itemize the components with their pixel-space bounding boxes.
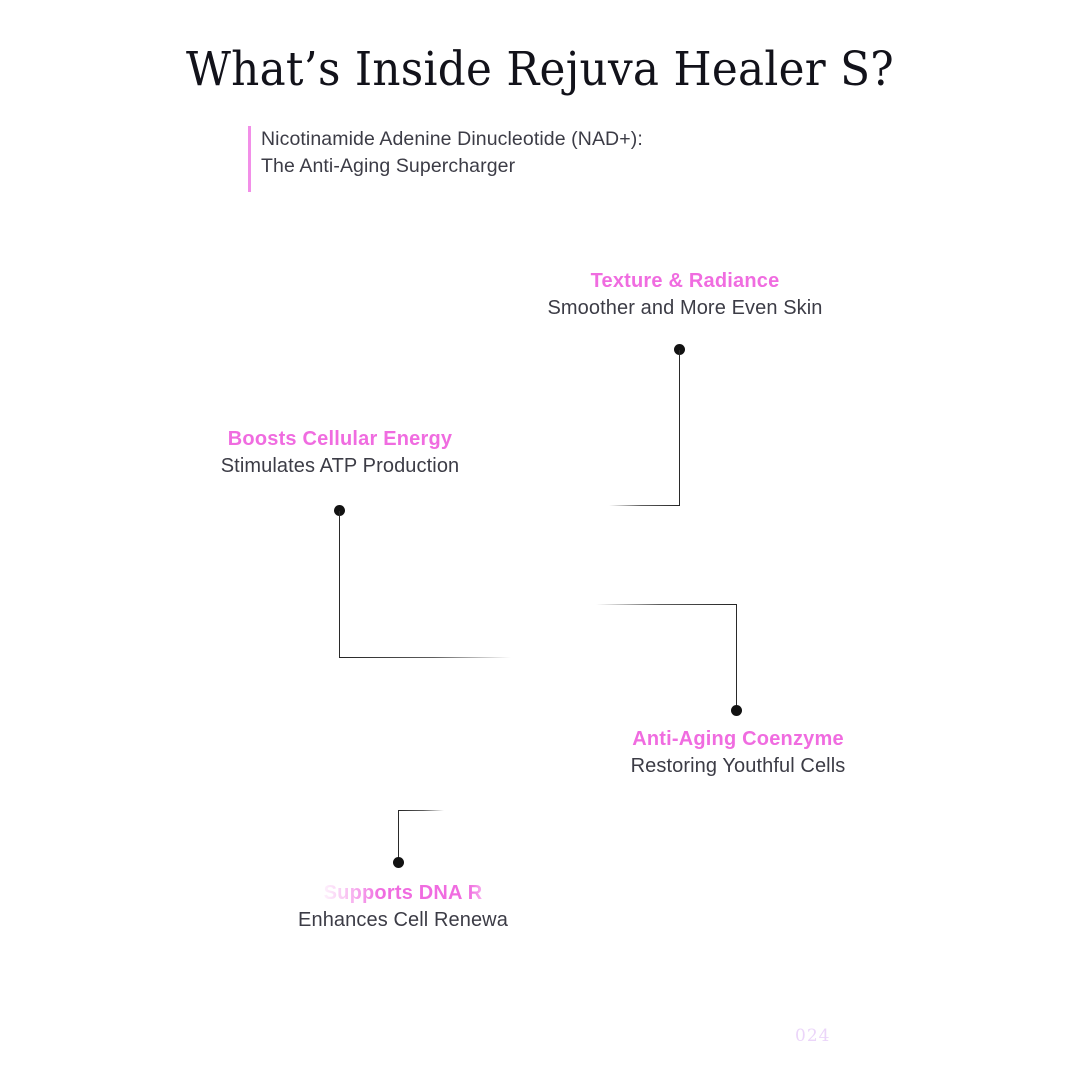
node-subtitle-boosts-cellular-energy: Stimulates ATP Production: [220, 455, 460, 477]
connector-horizontal: [398, 810, 444, 812]
node-title-anti-aging-coenzyme: Anti-Aging Coenzyme: [632, 728, 844, 750]
subtitle-block: Nicotinamide Adenine Dinucleotide (NAD+)…: [248, 126, 768, 192]
page-title: What’s Inside Rejuva Healer S?: [185, 42, 895, 97]
node-subtitle-anti-aging-coenzyme: Restoring Youthful Cells: [630, 755, 846, 777]
accent-bar: [248, 126, 251, 192]
connector-vertical: [398, 810, 400, 862]
footer-watermark: 024: [795, 1026, 831, 1046]
connector-dot: [674, 344, 685, 355]
connector-horizontal: [596, 604, 737, 606]
connector-horizontal: [609, 505, 680, 507]
node-anti-aging-coenzyme: Anti-Aging Coenzyme Restoring Youthful C…: [588, 726, 888, 780]
connector-dot: [334, 505, 345, 516]
node-subtitle-supports-dna-repair: Enhances Cell Renewa: [298, 909, 508, 931]
node-supports-dna-repair: Supports DNA R Enhances Cell Renewa: [253, 880, 553, 934]
node-title-texture-radiance: Texture & Radiance: [590, 270, 780, 292]
subtitle-line-2: The Anti-Aging Supercharger: [261, 155, 516, 177]
node-title-boosts-cellular-energy: Boosts Cellular Energy: [227, 428, 453, 450]
connector-horizontal: [339, 657, 511, 659]
node-texture-radiance: Texture & Radiance Smoother and More Eve…: [535, 268, 835, 322]
node-title-supports-dna-repair: Supports DNA R: [323, 882, 483, 904]
subtitle-line-1: Nicotinamide Adenine Dinucleotide (NAD+)…: [261, 128, 643, 150]
node-boosts-cellular-energy: Boosts Cellular Energy Stimulates ATP Pr…: [190, 426, 490, 480]
connector-vertical: [679, 350, 681, 506]
connector-vertical: [339, 511, 341, 658]
connector-vertical: [736, 604, 738, 711]
node-subtitle-texture-radiance: Smoother and More Even Skin: [547, 297, 823, 319]
connector-dot: [731, 705, 742, 716]
connector-dot: [393, 857, 404, 868]
